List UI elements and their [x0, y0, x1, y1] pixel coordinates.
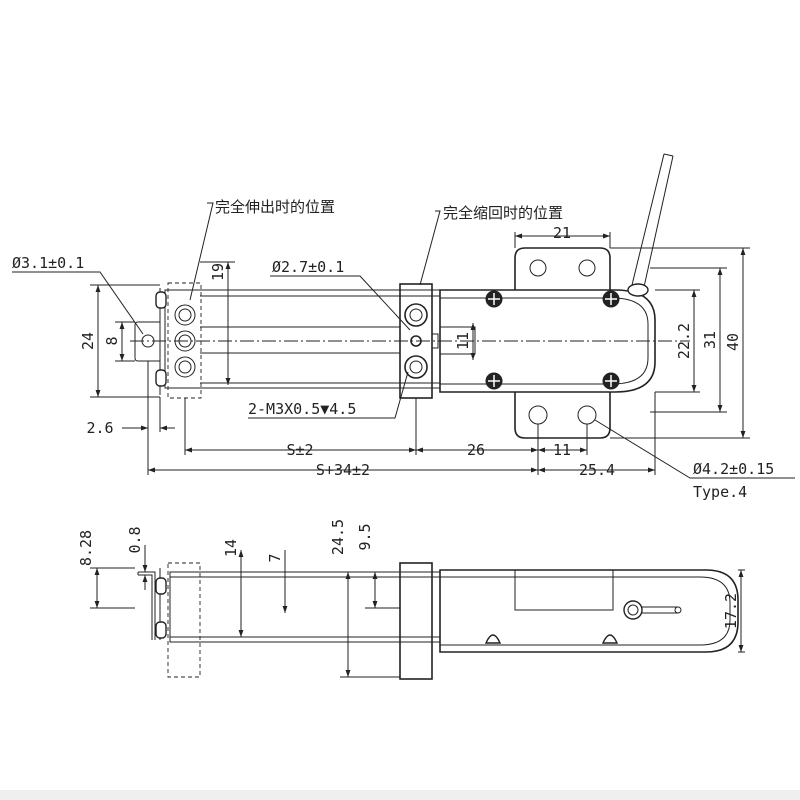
extended-block-outline	[167, 282, 202, 399]
type-note: Type.4	[693, 483, 747, 501]
callout-retracted-position: 完全缩回时的位置	[443, 204, 563, 222]
dim-19: 19	[209, 263, 227, 281]
bottom-margin-bar	[0, 790, 800, 800]
thread-note: 2-M3X0.5▼4.5	[248, 400, 356, 418]
dim-17-2: 17.2	[722, 593, 740, 629]
housing-side	[439, 569, 739, 653]
cable	[627, 153, 674, 297]
tab-hole	[141, 334, 155, 348]
dim-21: 21	[553, 224, 571, 242]
dim-24: 24	[79, 332, 97, 350]
housing-screws	[485, 290, 620, 390]
dim-stroke: S±2	[286, 441, 313, 459]
rod-body-top	[164, 289, 441, 389]
dim-0-8: 0.8	[126, 526, 144, 553]
dim-11-vertical: 11	[454, 332, 472, 350]
mounting-ear-top	[514, 247, 611, 290]
mounting-tab	[134, 321, 160, 362]
dim-40: 40	[724, 333, 742, 351]
dim-11-horizontal: 11	[553, 441, 571, 459]
retracted-block-side	[399, 562, 433, 680]
top-view	[12, 153, 795, 479]
dim-hole-mid: Ø2.7±0.1	[272, 258, 344, 276]
callout-extended-position: 完全伸出时的位置	[215, 198, 335, 216]
dim-2-6: 2.6	[86, 419, 113, 437]
mounting-ear-bottom	[514, 392, 611, 439]
bent-tab	[137, 571, 156, 640]
dim-26: 26	[467, 441, 485, 459]
dim-9-5: 9.5	[356, 523, 374, 550]
dim-8-28: 8.28	[77, 530, 95, 566]
dim-total-length: S+34±2	[316, 461, 370, 479]
dim-7: 7	[266, 553, 284, 562]
dim-25-4: 25.4	[579, 461, 615, 479]
dim-24-5: 24.5	[329, 519, 347, 555]
side-view	[90, 545, 745, 680]
dim-14: 14	[222, 539, 240, 557]
extended-block-outline-side	[167, 562, 201, 678]
dim-22-2: 22.2	[675, 323, 693, 359]
dim-hole-right: Ø4.2±0.15	[693, 460, 774, 478]
dim-31: 31	[701, 331, 719, 349]
dim-8: 8	[103, 336, 121, 345]
dim-hole-left: Ø3.1±0.1	[12, 254, 84, 272]
